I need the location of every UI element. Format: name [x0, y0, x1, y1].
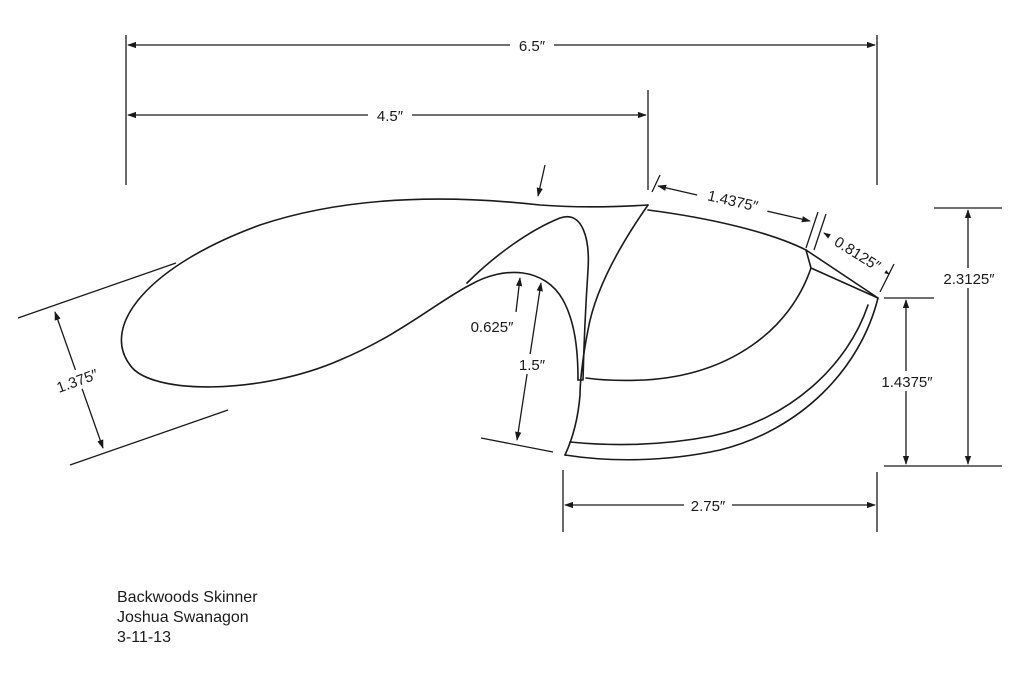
- caption-title: Backwoods Skinner: [117, 589, 258, 606]
- handle-length-label: 4.5″: [377, 108, 404, 125]
- blade-spine: [647, 209, 807, 251]
- blade-edge-bevel: [569, 304, 869, 446]
- handle-top-edge: [120, 198, 649, 366]
- finger-hole-inner-label: 0.625″: [471, 319, 515, 336]
- caption-date: 3-11-13: [117, 629, 171, 646]
- overall-length-label: 6.5″: [519, 38, 546, 55]
- finger-hole-inner-arrow: [515, 277, 523, 313]
- overall-height-label: 2.3125″: [943, 271, 995, 288]
- finger-hole-outer-label: 1.5″: [519, 357, 546, 374]
- blade-grind-line: [585, 267, 812, 382]
- blade-height-label: 1.4375″: [881, 374, 933, 391]
- blade-edge-outer: [564, 297, 879, 461]
- dimension-labels: 6.5″ 4.5″ 1.4375″ 0.8125″ 2.3125″ 1.4375…: [46, 36, 1002, 515]
- finger-guard: [466, 215, 590, 381]
- knife-outline: [120, 198, 879, 461]
- caption-author: Joshua Swanagon: [117, 609, 249, 626]
- handle-bottom-edge: [129, 271, 579, 388]
- drawing-caption: Backwoods Skinner Joshua Swanagon 3-11-1…: [117, 588, 258, 648]
- blade-length-label: 2.75″: [691, 498, 726, 515]
- extension-lines: [17, 35, 1002, 532]
- dimension-arrows: [54, 41, 972, 509]
- bolster-line: [564, 204, 649, 456]
- spine-pointer-arrow: [536, 164, 546, 197]
